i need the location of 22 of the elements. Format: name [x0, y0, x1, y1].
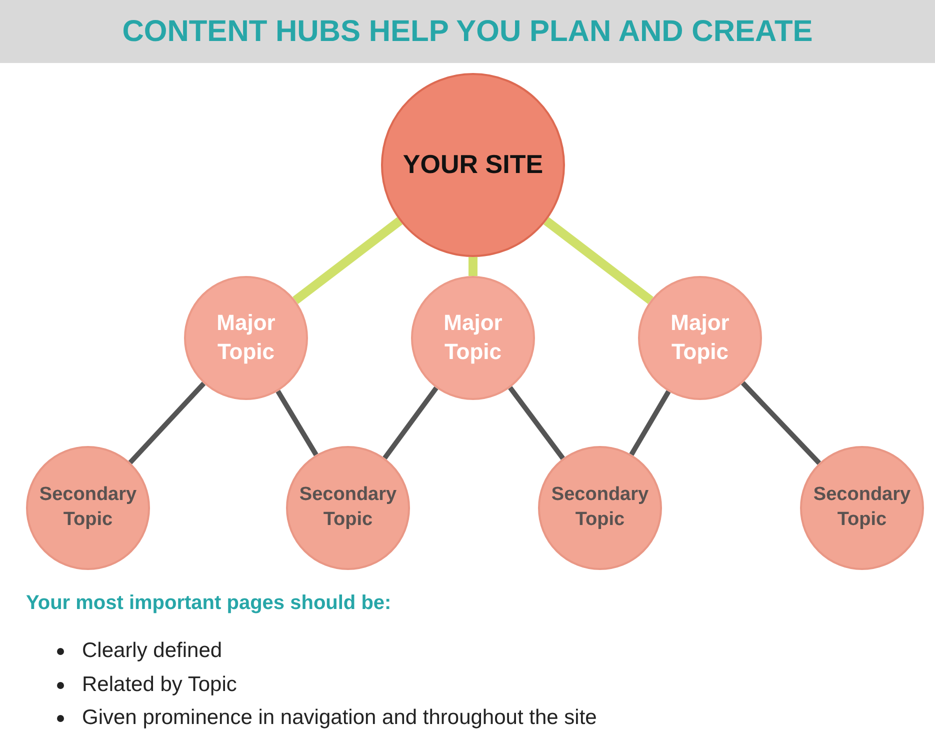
connector-line — [292, 217, 403, 304]
connector-line — [543, 217, 654, 304]
bullet-item: Related by Topic — [55, 670, 597, 703]
list-heading: Your most important pages should be: — [26, 592, 392, 615]
node-label: Secondary Topic — [298, 483, 398, 532]
node-label: Major Topic — [670, 309, 730, 366]
connector-line — [508, 386, 565, 460]
node-label: Secondary Topic — [812, 483, 912, 532]
bullet-item: Clearly defined — [55, 636, 597, 670]
connector-line — [128, 382, 206, 464]
title: CONTENT HUBS HELP YOU PLAN AND CREATE — [122, 14, 813, 48]
connector-line — [740, 381, 822, 465]
node-label: Major Topic — [216, 309, 276, 366]
node-label: Secondary Topic — [38, 483, 138, 532]
connector-line — [276, 390, 318, 456]
node-label: Major Topic — [442, 309, 504, 366]
connector-line — [468, 257, 478, 276]
connector-line — [382, 386, 438, 460]
bullet-item: Given prominence in navigation and throughout the site — [55, 703, 597, 736]
node-label: Secondary Topic — [550, 483, 650, 532]
node-label: YOUR SITE — [402, 148, 544, 182]
connector-line — [629, 390, 671, 456]
